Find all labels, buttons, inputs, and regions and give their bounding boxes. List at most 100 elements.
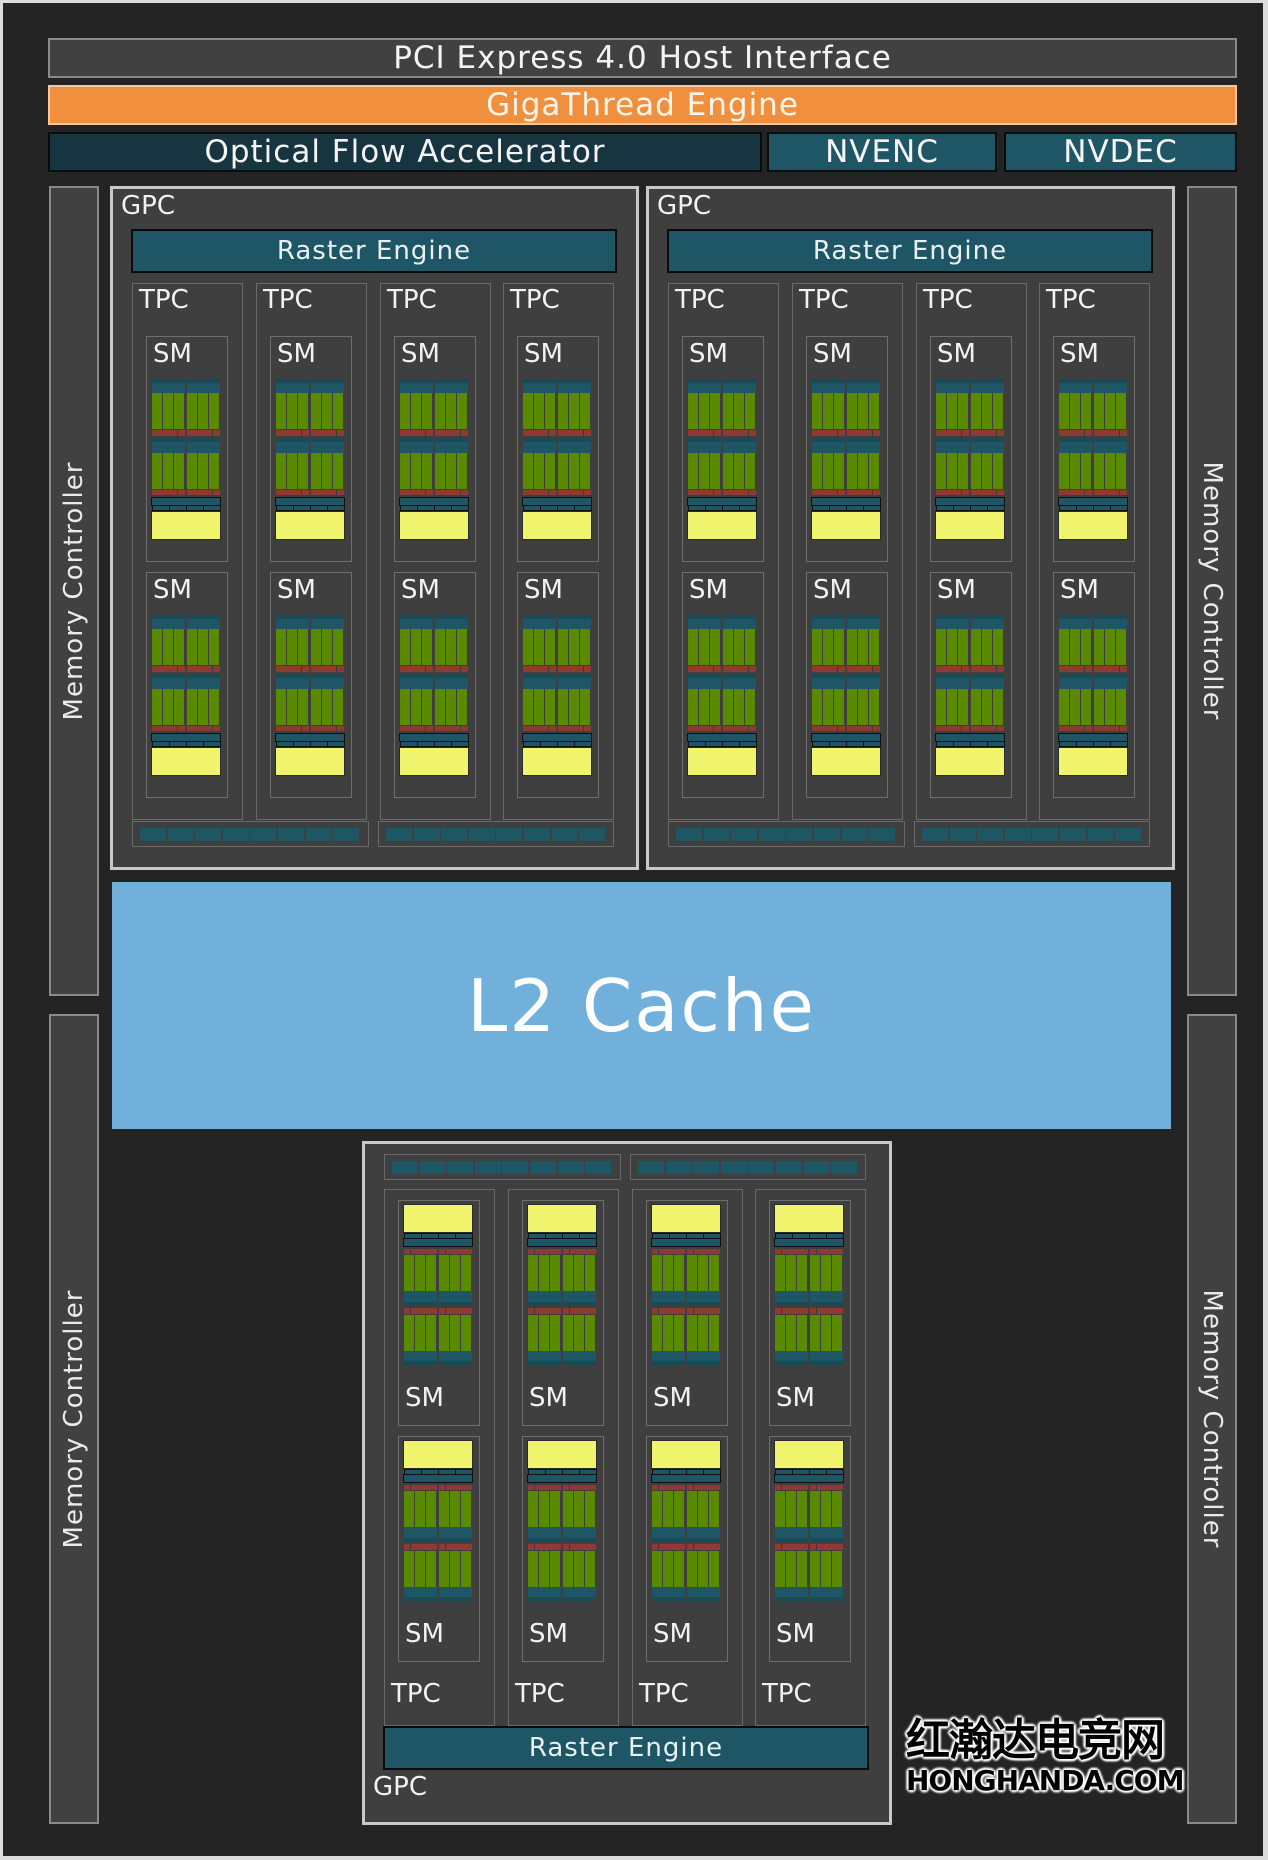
dispatch-unit — [523, 438, 556, 442]
cuda-core-column — [580, 629, 590, 666]
register-divider — [548, 666, 549, 672]
cuda-core-column — [652, 1550, 662, 1587]
register-file — [1059, 666, 1092, 672]
cuda-core-column — [687, 1255, 697, 1292]
cuda-core-column — [528, 1255, 538, 1292]
cuda-core-column — [723, 393, 733, 430]
rop-partition — [668, 821, 905, 847]
tpc-label: TPC — [799, 285, 849, 315]
optical-flow-accelerator: Optical Flow Accelerator — [48, 132, 762, 172]
warp-scheduler — [404, 1350, 437, 1362]
sm-core-array — [774, 1440, 844, 1601]
register-file — [652, 1249, 685, 1255]
tex-unit-cell — [539, 740, 558, 748]
cuda-core-column — [422, 452, 432, 489]
cuda-core-column — [287, 688, 297, 725]
register-divider — [713, 430, 714, 436]
cuda-core-column — [652, 1314, 662, 1351]
warp-scheduler — [311, 618, 344, 630]
rop-unit — [814, 828, 840, 841]
tex-unit-cell — [1092, 504, 1111, 512]
register-divider — [177, 725, 178, 731]
cuda-core-column — [812, 629, 822, 666]
cuda-core-column — [1059, 629, 1069, 666]
sm-label: SM — [776, 1383, 815, 1413]
cuda-core-column — [775, 1314, 785, 1351]
cuda-core-column — [971, 688, 981, 725]
cuda-core-column — [709, 1491, 719, 1528]
tex-unit-cell — [1075, 504, 1094, 512]
warp-scheduler — [187, 441, 220, 453]
cuda-core-column — [415, 1491, 425, 1528]
cuda-core-column — [450, 1550, 460, 1587]
register-file — [523, 666, 556, 672]
cuda-core-column — [1116, 688, 1126, 725]
cuda-core-column — [439, 1255, 449, 1292]
dispatch-unit — [775, 1538, 808, 1542]
register-divider — [301, 666, 302, 672]
rop-unit — [392, 1161, 418, 1174]
rop-unit — [195, 828, 222, 841]
dispatch-unit — [276, 615, 309, 619]
cuda-core-column — [745, 452, 755, 489]
l1-cache-bar — [399, 732, 469, 742]
cuda-core-column — [947, 629, 957, 666]
cuda-core-column — [457, 393, 467, 430]
tex-unit-cell — [399, 504, 418, 512]
tex-unit-cell — [168, 504, 187, 512]
register-file — [1059, 430, 1092, 436]
cuda-core-column — [1070, 452, 1080, 489]
sm-block: SM — [522, 1436, 604, 1662]
warp-scheduler — [435, 677, 468, 689]
sm-block: SM — [806, 572, 888, 798]
texture-unit — [1058, 511, 1128, 540]
register-file — [152, 430, 185, 436]
sm-label: SM — [153, 575, 192, 605]
cuda-core-column — [411, 629, 421, 666]
dispatch-unit — [936, 379, 969, 383]
cuda-core-column — [832, 1255, 842, 1292]
dispatch-unit — [775, 1302, 808, 1306]
cuda-core-column — [698, 1491, 708, 1528]
warp-scheduler — [652, 1527, 685, 1539]
sm-core-array — [275, 379, 345, 540]
tex-unit-cell — [721, 504, 740, 512]
cuda-core-column — [745, 393, 755, 430]
register-file — [688, 725, 721, 731]
warp-scheduler — [1059, 618, 1092, 630]
cuda-core-column — [411, 688, 421, 725]
cuda-core-column — [745, 688, 755, 725]
tex-unit-cell — [721, 740, 740, 748]
cuda-core-column — [797, 1491, 807, 1528]
rop-unit — [1115, 828, 1142, 841]
rop-unit — [250, 828, 277, 841]
cuda-core-column — [558, 452, 568, 489]
warp-scheduler — [400, 618, 433, 630]
cuda-core-column — [775, 1491, 785, 1528]
cuda-core-column — [446, 393, 456, 430]
cuda-core-column — [569, 688, 579, 725]
register-file — [435, 430, 468, 436]
dispatch-unit — [563, 1302, 596, 1306]
register-divider — [658, 1249, 659, 1255]
rop-unit — [167, 828, 194, 841]
register-divider — [548, 430, 549, 436]
register-file — [847, 489, 880, 495]
rop-unit — [1060, 828, 1086, 841]
register-divider — [212, 430, 213, 436]
texture-unit — [774, 1440, 844, 1469]
register-file — [563, 1308, 596, 1314]
register-divider — [534, 1485, 535, 1491]
cuda-core-column — [426, 1314, 436, 1351]
cuda-core-column — [311, 393, 321, 430]
sm-core-array — [651, 1440, 721, 1601]
register-divider — [460, 430, 461, 436]
register-file — [400, 725, 433, 731]
warp-scheduler — [775, 1291, 808, 1303]
sm-label: SM — [1060, 575, 1099, 605]
dispatch-unit — [528, 1538, 561, 1542]
cuda-core-column — [333, 629, 343, 666]
cuda-core-column — [869, 452, 879, 489]
dispatch-unit — [404, 1361, 437, 1365]
